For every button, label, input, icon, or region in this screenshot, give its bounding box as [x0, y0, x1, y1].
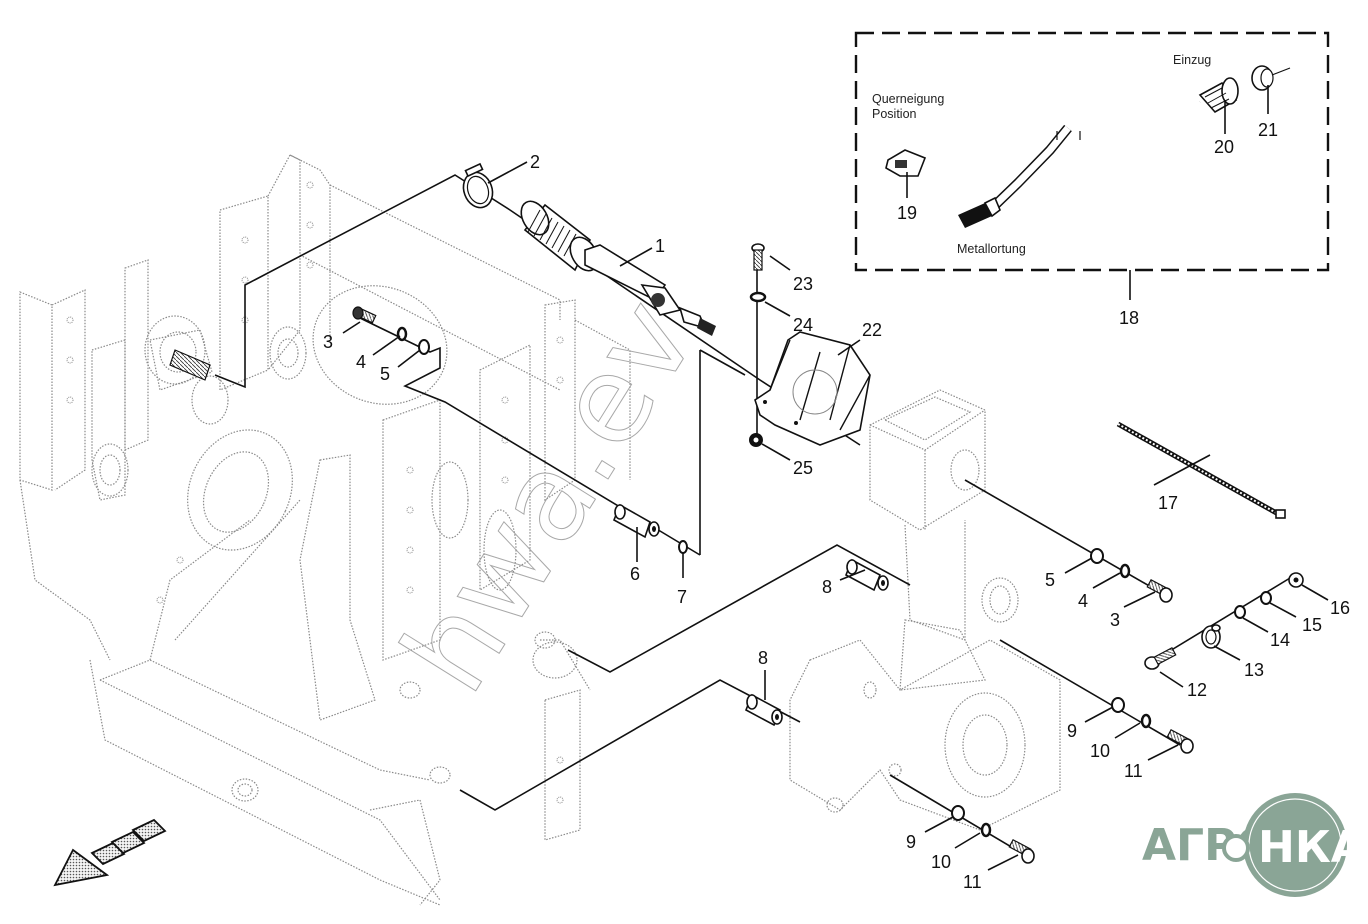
lock-washer-10-lower-icon [980, 822, 992, 838]
label-querneigung: Querneigung [872, 92, 944, 106]
callout-5-left: 5 [380, 364, 390, 384]
inset-dashed-box [854, 31, 1330, 272]
input-spring-icon [169, 349, 211, 381]
callout-14: 14 [1270, 630, 1290, 650]
spacer-6-icon [612, 503, 660, 539]
callout-19: 19 [897, 203, 917, 223]
callout-2: 2 [530, 152, 540, 172]
callout-11-upper: 11 [1124, 761, 1143, 781]
callout-1: 1 [655, 236, 665, 256]
callout-16: 16 [1330, 598, 1350, 618]
callout-9-lower: 9 [906, 832, 916, 852]
callout-10-upper: 10 [1090, 741, 1110, 761]
callouts: 2 1 3 4 5 6 7 8 8 23 24 22 25 17 5 4 3 9… [323, 152, 1350, 892]
bolt-3-right-icon [1146, 578, 1173, 603]
connector-20-icon [1198, 77, 1239, 114]
callout-9-upper: 9 [1067, 721, 1077, 741]
callout-10-lower: 10 [931, 852, 951, 872]
lock-washer-4-right-icon [1119, 563, 1131, 579]
bolt-3-left-icon [352, 306, 377, 324]
callout-4-left: 4 [356, 352, 366, 372]
callout-3-left: 3 [323, 332, 333, 352]
callout-8-lower: 8 [758, 648, 768, 668]
cap-21-icon [1251, 65, 1291, 91]
connector-19-icon [885, 149, 927, 177]
callout-7: 7 [677, 587, 687, 607]
callout-25: 25 [793, 458, 813, 478]
callout-4-right: 4 [1078, 591, 1088, 611]
label-metallortung: Metallortung [957, 242, 1026, 256]
bushing-8-upper-icon [844, 558, 889, 592]
parts [169, 162, 1304, 864]
bolt-23-icon [751, 243, 765, 271]
callout-15: 15 [1302, 615, 1322, 635]
washer-15-icon [1260, 591, 1272, 605]
bushing-8-lower-icon [744, 693, 783, 727]
washer-7-icon [678, 540, 688, 554]
washer-5-left-icon [418, 339, 430, 355]
callout-6: 6 [630, 564, 640, 584]
metallortung-connector-icon [958, 196, 1001, 228]
callout-20: 20 [1214, 137, 1234, 157]
callout-21: 21 [1258, 120, 1278, 140]
callout-11-lower: 11 [963, 872, 982, 892]
leader-lines [342, 161, 1329, 871]
callout-8-upper: 8 [822, 577, 832, 597]
logo-badge [1243, 793, 1347, 897]
callout-13: 13 [1244, 660, 1264, 680]
washer-24-icon [749, 291, 767, 303]
guard-22-icon [754, 331, 871, 446]
callout-23: 23 [793, 274, 813, 294]
bolt-11-upper-icon [1166, 728, 1194, 754]
washer-14-icon [1234, 605, 1246, 619]
hose-clamp-2-icon [462, 162, 494, 209]
washer-9-upper-icon [1111, 697, 1125, 713]
bolt-11-lower-icon [1008, 838, 1035, 864]
agro-nka-logo: АГРО НКА [1142, 793, 1365, 897]
callout-22: 22 [862, 320, 882, 340]
assembly-axes [214, 174, 1296, 856]
label-einzug: Einzug [1173, 53, 1211, 67]
callout-17: 17 [1158, 493, 1178, 513]
callout-24: 24 [793, 315, 813, 335]
direction-arrow-icon [53, 818, 167, 887]
cable-tie-17-icon [1116, 421, 1286, 519]
harness-inset: Einzug Querneigung Position Metallortung… [854, 31, 1330, 328]
lock-washer-10-upper-icon [1140, 713, 1152, 729]
washer-9-lower-icon [951, 805, 965, 821]
label-position: Position [872, 107, 917, 121]
lock-washer-4-left-icon [396, 326, 408, 342]
clip-13-icon [1201, 624, 1221, 649]
machine-frame-ghost [19, 154, 1061, 906]
washer-5-right-icon [1090, 548, 1104, 564]
callout-12: 12 [1187, 680, 1207, 700]
callout-5-right: 5 [1045, 570, 1055, 590]
drive-shaft-1-icon [520, 200, 716, 336]
callout-3-right: 3 [1110, 610, 1120, 630]
screw-12-icon [1144, 646, 1177, 670]
nut-25-icon [749, 433, 763, 447]
logo-badge-text: НКА [1258, 822, 1365, 873]
callout-18: 18 [1119, 308, 1139, 328]
harness-cable-fill [917, 98, 1202, 168]
nut-16-icon [1288, 572, 1304, 588]
